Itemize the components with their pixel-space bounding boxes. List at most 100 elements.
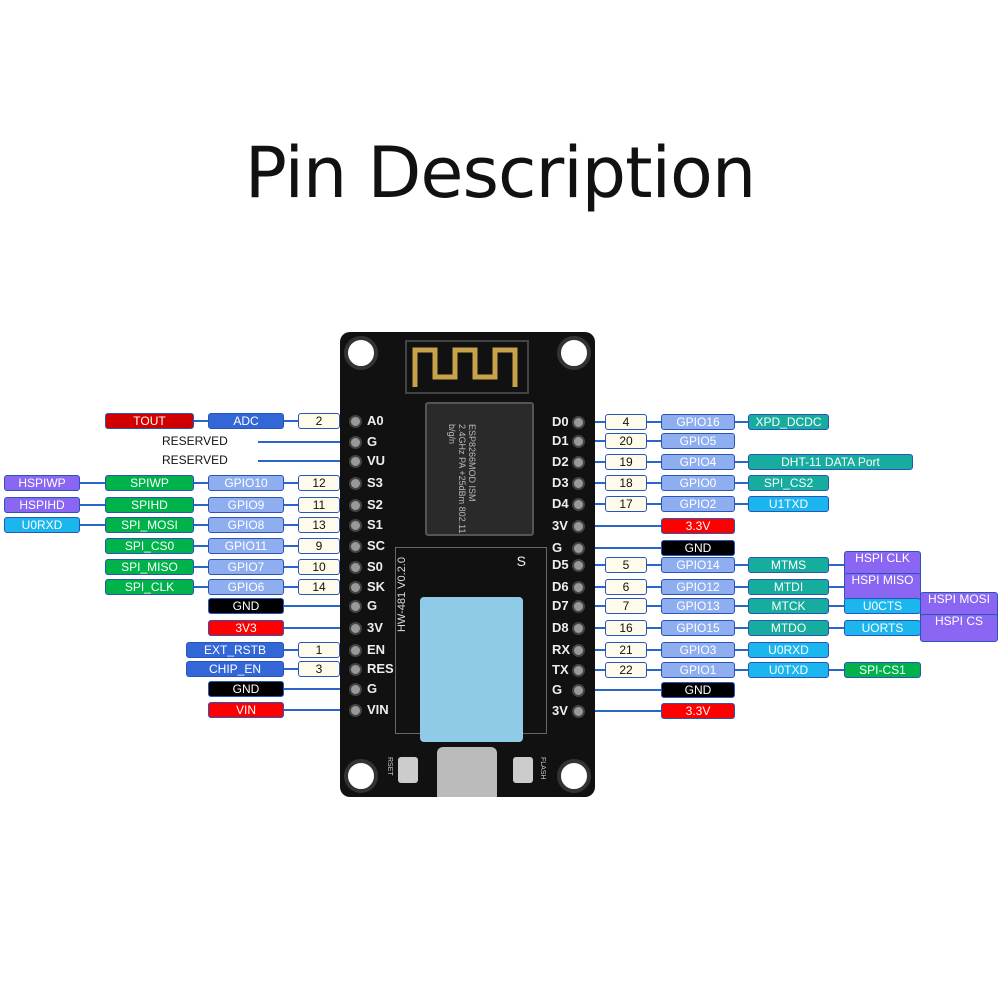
connector-line bbox=[585, 669, 909, 671]
connector-line bbox=[218, 709, 350, 711]
header-pin-icon bbox=[349, 663, 362, 676]
func-label: MTDI bbox=[748, 579, 829, 595]
connector-line bbox=[585, 586, 909, 588]
header-pin-icon bbox=[572, 559, 585, 572]
gpio-number-box: 10 bbox=[298, 559, 340, 575]
mounting-hole-icon bbox=[557, 336, 591, 370]
board-pin-label: D4 bbox=[552, 496, 569, 511]
gpio-label: GPIO14 bbox=[661, 557, 735, 573]
func-label: SPI_CS2 bbox=[748, 475, 829, 491]
gpio-label: GPIO5 bbox=[661, 433, 735, 449]
mounting-hole-icon bbox=[344, 759, 378, 793]
connector-line bbox=[218, 627, 350, 629]
gnd-label: GND bbox=[208, 598, 284, 614]
gpio-number-box: 20 bbox=[605, 433, 647, 449]
connector-line bbox=[258, 441, 350, 443]
header-pin-icon bbox=[349, 581, 362, 594]
gpio-label: GPIO11 bbox=[208, 538, 284, 554]
board-pin-label: G bbox=[367, 598, 378, 613]
power-label: 3.3V bbox=[661, 518, 735, 534]
reserved-label: RESERVED bbox=[162, 434, 228, 448]
board-pin-label: SK bbox=[367, 579, 386, 594]
connector-line bbox=[585, 547, 723, 549]
spi-label: SPIWP bbox=[105, 475, 194, 491]
gpio-label: GPIO4 bbox=[661, 454, 735, 470]
flash-button-label: FLASH bbox=[539, 757, 546, 780]
connector-line bbox=[585, 525, 723, 527]
board-pin-label: D3 bbox=[552, 475, 569, 490]
gpio-number-box: 22 bbox=[605, 662, 647, 678]
gnd-label: GND bbox=[208, 681, 284, 697]
header-pin-icon bbox=[349, 600, 362, 613]
board-pin-label: G bbox=[367, 434, 378, 449]
header-pin-icon bbox=[349, 644, 362, 657]
header-pin-icon bbox=[572, 456, 585, 469]
header-pin-icon bbox=[572, 498, 585, 511]
flash-button[interactable] bbox=[513, 757, 533, 783]
board-pin-label: RES bbox=[367, 661, 394, 676]
nodemcu-board: ESP8266MOD ISM 2.4GHz PA +25dBm 802.11 b… bbox=[340, 332, 595, 797]
header-pin-icon bbox=[572, 520, 585, 533]
gpio-number-box: 7 bbox=[605, 598, 647, 614]
header-pin-icon bbox=[349, 561, 362, 574]
uart-label: U0RXD bbox=[4, 517, 80, 533]
gpio-label: GPIO12 bbox=[661, 579, 735, 595]
header-pin-icon bbox=[349, 622, 362, 635]
board-pin-label: TX bbox=[552, 662, 569, 677]
func-label: MTDO bbox=[748, 620, 829, 636]
uart-label: UORTS bbox=[844, 620, 921, 636]
pcb-antenna-icon bbox=[405, 340, 529, 394]
power-label: 3.3V bbox=[661, 703, 735, 719]
header-pin-icon bbox=[572, 622, 585, 635]
uart-label: U0RXD bbox=[748, 642, 829, 658]
header-pin-icon bbox=[349, 540, 362, 553]
module-text: ESP8266MOD ISM 2.4GHz PA +25dBm 802.11 b… bbox=[447, 424, 477, 534]
board-pin-label: D6 bbox=[552, 579, 569, 594]
gpio-number-box: 1 bbox=[298, 642, 340, 658]
reset-button[interactable] bbox=[398, 757, 418, 783]
gpio-number-box: 9 bbox=[298, 538, 340, 554]
reset-label: EXT_RSTB bbox=[186, 642, 284, 658]
header-pin-icon bbox=[572, 664, 585, 677]
board-pin-label: D0 bbox=[552, 414, 569, 429]
usb-c-port-icon[interactable] bbox=[437, 747, 497, 797]
gpio-number-box: 21 bbox=[605, 642, 647, 658]
header-pin-icon bbox=[572, 435, 585, 448]
board-pin-label: D7 bbox=[552, 598, 569, 613]
board-pin-label: S1 bbox=[367, 517, 383, 532]
spi-label: SPI_CS0 bbox=[105, 538, 194, 554]
board-pin-label: SC bbox=[367, 538, 386, 553]
board-pin-label: G bbox=[367, 681, 378, 696]
board-pin-label: A0 bbox=[367, 413, 384, 428]
board-pin-label: D2 bbox=[552, 454, 569, 469]
power-label: 3V3 bbox=[208, 620, 284, 636]
board-pin-label: EN bbox=[367, 642, 386, 657]
header-pin-icon bbox=[572, 644, 585, 657]
uart-label: U0TXD bbox=[748, 662, 829, 678]
power-label: VIN bbox=[208, 702, 284, 718]
header-pin-icon bbox=[349, 499, 362, 512]
gpio-number-box: 11 bbox=[298, 497, 340, 513]
dht11-sensor-icon bbox=[420, 597, 523, 742]
header-pin-icon bbox=[572, 542, 585, 555]
header-pin-icon bbox=[349, 683, 362, 696]
adc-label: ADC bbox=[208, 413, 284, 429]
reserved-label: RESERVED bbox=[162, 453, 228, 467]
gnd-label: GND bbox=[661, 682, 735, 698]
header-pin-icon bbox=[572, 416, 585, 429]
board-pin-label: 3V bbox=[552, 518, 568, 533]
gpio-label: GPIO15 bbox=[661, 620, 735, 636]
board-pin-label: 3V bbox=[552, 703, 568, 718]
board-pin-label: D1 bbox=[552, 433, 569, 448]
gpio-label: GPIO16 bbox=[661, 414, 735, 430]
gpio-number-box: 2 bbox=[298, 413, 340, 429]
connector-line bbox=[258, 460, 350, 462]
gpio-number-box: 6 bbox=[605, 579, 647, 595]
gpio-number-box: 5 bbox=[605, 557, 647, 573]
func-label: DHT-11 DATA Port bbox=[748, 454, 913, 470]
esp8266-module: ESP8266MOD ISM 2.4GHz PA +25dBm 802.11 b… bbox=[425, 402, 534, 536]
page-title: Pin Description bbox=[244, 132, 756, 214]
board-pin-label: D8 bbox=[552, 620, 569, 635]
gpio-label: GPIO6 bbox=[208, 579, 284, 595]
gpio-label: GPIO8 bbox=[208, 517, 284, 533]
